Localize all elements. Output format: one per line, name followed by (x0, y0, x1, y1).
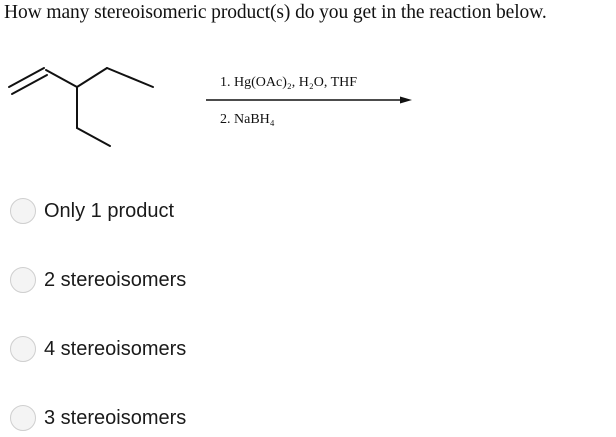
alkene-structure (8, 67, 154, 147)
reaction-step-1: 1. Hg(OAc)₂, H₂O, THF (220, 75, 357, 91)
radio-button-icon[interactable] (10, 336, 36, 362)
answer-option-2-stereoisomers[interactable]: 2 stereoisomers (10, 267, 186, 293)
answer-option-label: 2 stereoisomers (44, 268, 187, 291)
answer-option-label: 4 stereoisomers (44, 337, 187, 360)
reaction-step-2: 2. NaBH₄ (220, 112, 275, 128)
step-1-reagent: Hg(OAc)₂, H₂O, THF (234, 75, 358, 90)
answer-option-label: 3 stereoisomers (44, 406, 187, 429)
question-text: How many stereoisomeric product(s) do yo… (4, 2, 547, 23)
answer-option-3-stereoisomers[interactable]: 3 stereoisomers (10, 405, 186, 431)
step-2-number: 2. (220, 112, 231, 127)
answer-option-label: Only 1 product (44, 199, 175, 222)
reaction-arrow-icon (206, 96, 412, 104)
radio-button-icon[interactable] (10, 198, 36, 224)
answer-option-4-stereoisomers[interactable]: 4 stereoisomers (10, 336, 186, 362)
radio-button-icon[interactable] (10, 405, 36, 431)
radio-button-icon[interactable] (10, 267, 36, 293)
answer-option-only-1-product[interactable]: Only 1 product (10, 198, 174, 224)
step-2-reagent: NaBH₄ (234, 112, 275, 127)
step-1-number: 1. (220, 75, 231, 90)
